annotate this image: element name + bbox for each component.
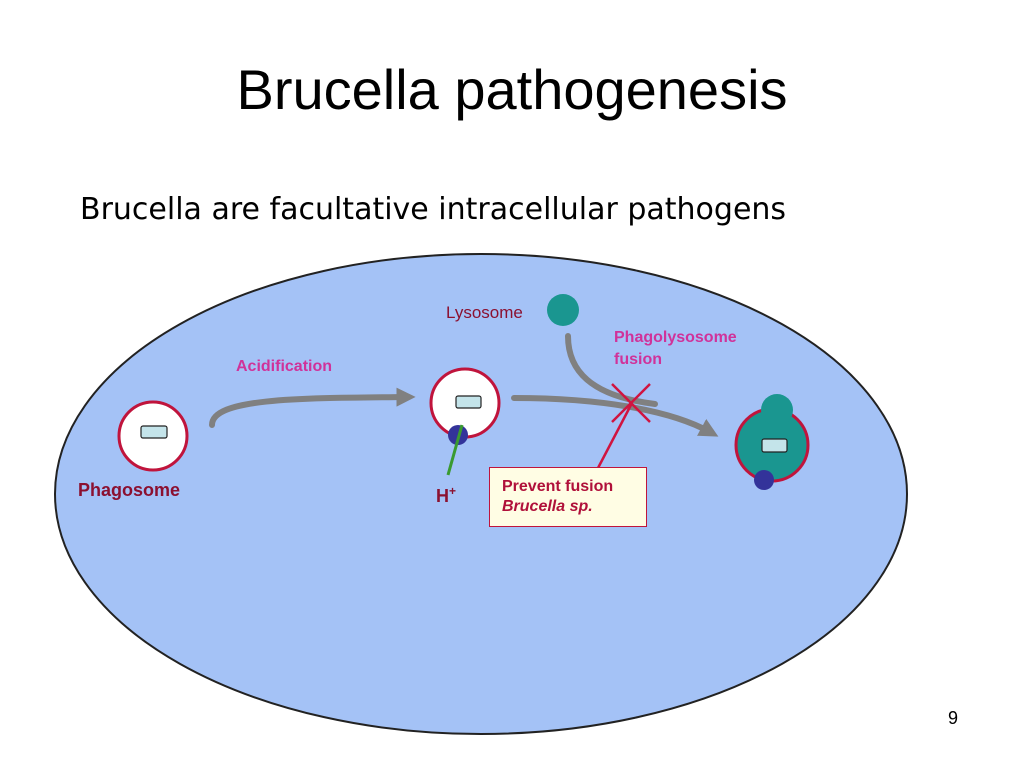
proton-charge: + [449,484,456,498]
phagolysosome-label-line2: fusion [614,351,662,368]
bacterium [140,425,168,439]
prevent-fusion-label: Prevent fusion [502,478,614,495]
acidification-label: Acidification [236,358,332,375]
proton-symbol: H [436,486,449,506]
phagosome-label: Phagosome [78,480,180,500]
phagolysosome [734,394,810,490]
lysosome [547,294,579,326]
phagosome [117,400,189,472]
prevent-fusion-box: Prevent fusion Brucella sp. [489,467,647,527]
acidified-phagosome [429,367,501,476]
bacterium [761,438,788,453]
proton-pump-arrow [446,424,464,476]
bacterium [455,395,482,409]
page-number: 9 [948,708,959,728]
proton-pump [754,470,774,490]
species-label: Brucella sp. [502,498,593,515]
fusion-block-cross-icon [596,383,651,469]
phagolysosome-label-line1: Phagolysosome [614,329,737,346]
host-cell [54,253,908,735]
slide-title: Brucella pathogenesis [236,58,788,121]
proton-label: H+ [436,484,456,506]
lysosome-label: Lysosome [446,303,523,322]
slide-subtitle: Brucella are facultative intracellular p… [80,192,787,227]
fused-lysosome [761,394,793,426]
acidification-arrow [209,387,416,428]
